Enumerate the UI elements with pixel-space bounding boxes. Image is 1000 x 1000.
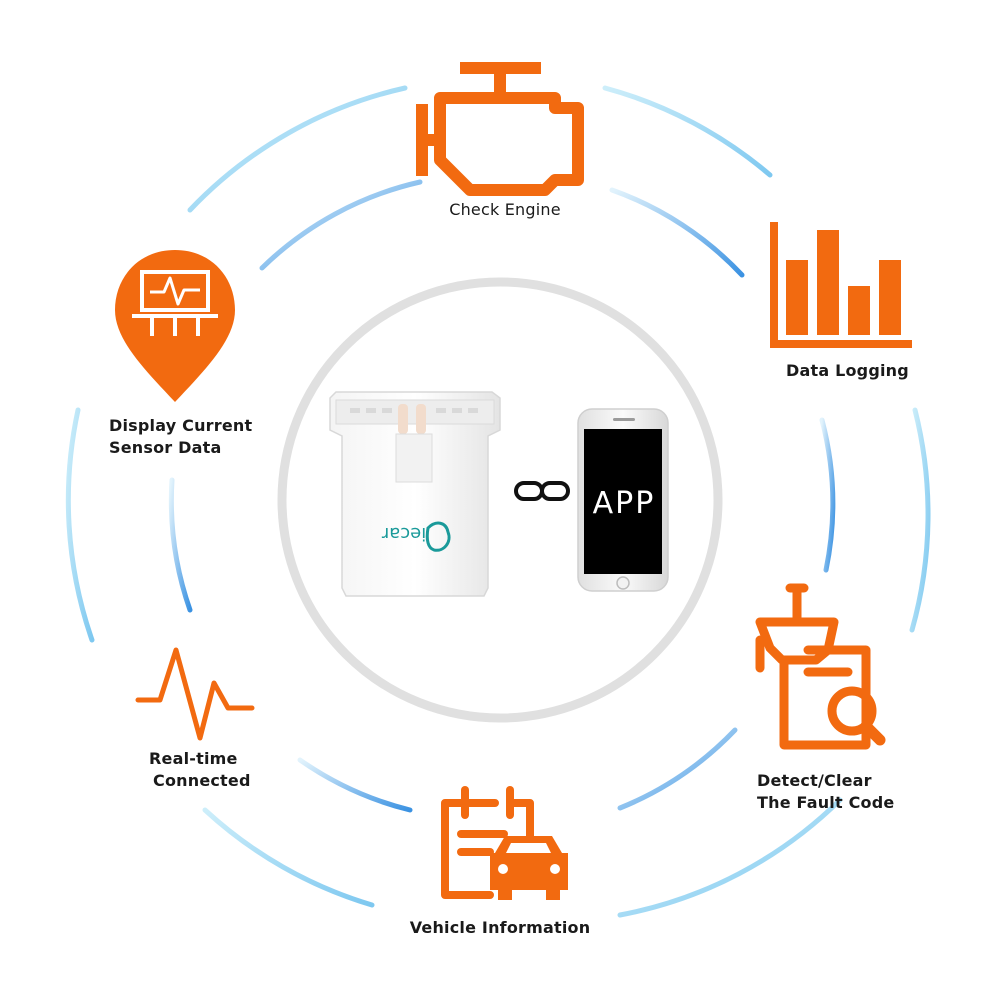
map-pin-icon — [115, 250, 235, 402]
realtime-label-line2: Connected — [153, 771, 251, 790]
inner-ring-arc — [259, 179, 423, 271]
outer-ring-arc — [187, 85, 408, 213]
obd-device: iecar — [329, 391, 501, 597]
calendar-icon — [441, 786, 534, 899]
inner-ring — [168, 179, 836, 813]
fault-code-label-line1: Detect/Clear — [757, 771, 872, 790]
fault-code-label-line2: The Fault Code — [757, 793, 895, 812]
pulse-icon — [135, 647, 255, 741]
outer-ring-arc — [909, 407, 931, 633]
inner-ring-arc — [819, 417, 836, 573]
sensor-label-line1: Display Current — [109, 416, 253, 435]
car-icon — [490, 836, 568, 900]
magnifier-icon — [755, 583, 886, 750]
inner-ring-arc — [297, 757, 413, 813]
inner-ring-arc — [168, 477, 193, 613]
inner-ring-arc — [617, 727, 738, 811]
realtime-label-line1: Real-time — [149, 749, 238, 768]
phone: APP — [577, 408, 669, 592]
outer-ring-arc — [602, 85, 773, 178]
phone-screen — [584, 429, 662, 574]
outer-ring-arc — [65, 407, 95, 643]
outer-ring-arc — [202, 807, 375, 908]
center-ring — [277, 277, 723, 723]
device-brand: iecar — [381, 523, 426, 544]
sensor-label-line2: Sensor Data — [109, 438, 222, 457]
outer-ring — [65, 85, 931, 918]
bar-chart-icon — [770, 222, 912, 348]
check-engine-label: Check Engine — [449, 200, 561, 219]
link-icon — [514, 481, 570, 501]
data-logging-label: Data Logging — [786, 361, 909, 380]
engine-icon — [416, 62, 584, 196]
vehicle-info-label: Vehicle Information — [409, 918, 591, 937]
inner-ring-arc — [609, 187, 745, 278]
phone-home-button — [616, 576, 630, 590]
app-label: APP — [593, 486, 656, 521]
outer-ring-arc — [617, 797, 843, 918]
